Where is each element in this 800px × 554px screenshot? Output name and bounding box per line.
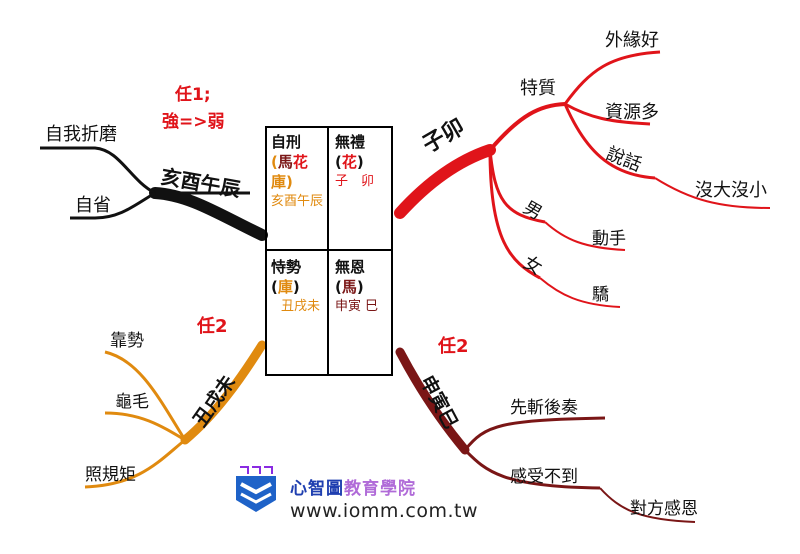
school-logo-icon bbox=[236, 464, 276, 512]
grid-cell-no-courtesy: 無禮(花) 子 卯 bbox=[329, 126, 393, 251]
label-self-torture: 自我折磨 bbox=[45, 124, 117, 145]
branch-wai-yuan bbox=[563, 50, 661, 105]
label-dong-shou: 動手 bbox=[592, 229, 626, 249]
branch-mei-da bbox=[654, 177, 771, 209]
cell-branches: 丑戌未 bbox=[281, 299, 321, 314]
branch-jiao bbox=[539, 277, 621, 308]
label-zi-yuan-duo: 資源多 bbox=[605, 102, 659, 123]
label-jiao: 驕 bbox=[592, 285, 609, 305]
grid-cell-ungrateful: 無恩(馬) 申寅 巳 bbox=[329, 251, 393, 376]
cell-branches: 亥酉午辰 bbox=[271, 194, 324, 209]
note-ren2-left: 任2 bbox=[196, 315, 228, 337]
label-gui-mao: 龜毛 bbox=[115, 392, 149, 412]
label-chou-xu-wei: 丑戌未 bbox=[188, 371, 240, 431]
branch-shen-yin bbox=[395, 347, 470, 455]
school-url[interactable]: www.iomm.com.tw bbox=[290, 500, 478, 522]
branch-zi-mao bbox=[394, 144, 496, 219]
cell-title: 無禮(花) bbox=[335, 133, 366, 171]
label-wai-yuan-hao: 外緣好 bbox=[605, 30, 659, 51]
label-gan-shou-bu-dao: 感受不到 bbox=[510, 467, 578, 487]
branch-kao-shi bbox=[104, 350, 187, 441]
label-female: 女 bbox=[520, 252, 546, 279]
branch-shuo-hua bbox=[563, 103, 656, 180]
label-kao-shi: 靠勢 bbox=[110, 331, 144, 351]
branch-self-reflect bbox=[70, 191, 156, 220]
branch-zi-yuan bbox=[564, 102, 651, 126]
cell-horse-flower-vault: (馬花庫) bbox=[271, 153, 308, 191]
branch-male bbox=[488, 149, 546, 224]
center-grid: 自刑 (馬花庫) 亥酉午辰 無禮(花) 子 卯 恃勢(庫) 丑戌未 無恩(馬) … bbox=[265, 126, 393, 376]
branch-gui-mao bbox=[104, 411, 186, 442]
branch-dong-shou bbox=[544, 221, 626, 251]
branch-self-torture bbox=[40, 146, 156, 195]
cell-title: 自刑 bbox=[271, 133, 302, 151]
cell-title: 恃勢(庫) bbox=[271, 258, 302, 296]
cell-branches: 申寅 巳 bbox=[335, 299, 379, 314]
label-shen-yin-si: 申寅巳 bbox=[416, 372, 463, 433]
note-ren2-right: 任2 bbox=[437, 335, 469, 357]
label-zi-mao: 子卯 bbox=[419, 115, 470, 159]
branch-zhao-gui-ju bbox=[84, 438, 186, 489]
grid-cell-self-punishment: 自刑 (馬花庫) 亥酉午辰 bbox=[265, 126, 329, 251]
label-xian-zhan-hou-zou: 先斬後奏 bbox=[510, 398, 578, 418]
branch-gan-shou bbox=[463, 448, 601, 490]
school-name: 心智圖教育學院 bbox=[290, 479, 416, 499]
branch-xian-zhan bbox=[463, 416, 606, 451]
cell-branches: 子 卯 bbox=[335, 174, 375, 189]
branch-hai-you bbox=[149, 187, 268, 241]
branch-dui-fang bbox=[599, 487, 696, 523]
branch-trait bbox=[488, 102, 566, 152]
cell-title: 無恩(馬) bbox=[335, 258, 366, 296]
branch-female bbox=[488, 149, 541, 280]
label-zhao-gui-ju: 照規矩 bbox=[85, 465, 136, 485]
note-ren1: 任1; bbox=[174, 84, 211, 105]
label-trait: 特質 bbox=[520, 78, 556, 99]
label-mei-da-mei-xiao: 沒大沒小 bbox=[695, 180, 767, 201]
grid-cell-rely-power: 恃勢(庫) 丑戌未 bbox=[265, 251, 329, 376]
label-dui-fang-gan-en: 對方感恩 bbox=[630, 499, 698, 519]
note-strong-weak: 強=>弱 bbox=[162, 111, 225, 132]
branch-chou-xu bbox=[180, 340, 267, 445]
label-self-reflect: 自省 bbox=[75, 195, 111, 216]
